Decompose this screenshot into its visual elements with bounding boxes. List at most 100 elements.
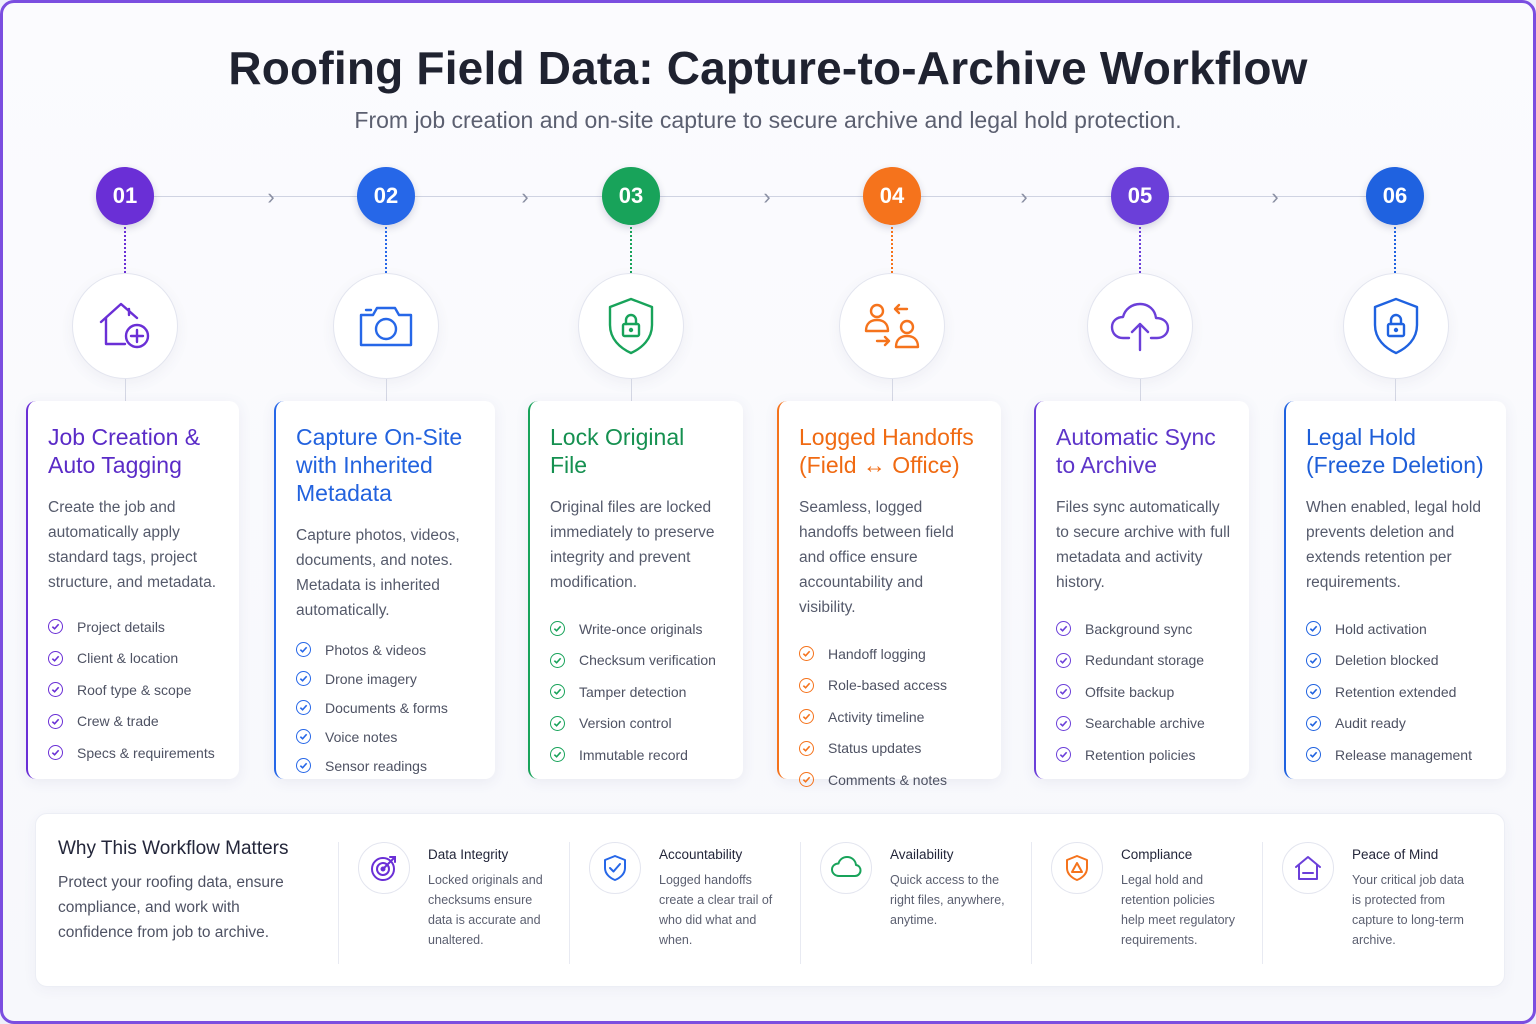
chevron-right-icon: › <box>1020 184 1028 209</box>
step-title: Job Creation &Auto Tagging <box>48 424 201 478</box>
step-icon-circle <box>839 273 945 379</box>
feature-list: Write-once originals Checksum verificati… <box>550 613 725 771</box>
step-card-job-creation: Job Creation &Auto Tagging Create the jo… <box>26 401 239 779</box>
step-stem <box>1395 379 1396 403</box>
list-item: Background sync <box>1056 613 1231 645</box>
step-connector <box>891 227 893 273</box>
list-item: Sensor readings <box>296 751 477 780</box>
why-workflow-panel: Why This Workflow Matters Protect your r… <box>35 813 1505 987</box>
check-circle-icon <box>1056 715 1071 731</box>
list-item: Checksum verification <box>550 645 725 677</box>
list-item: Photos & videos <box>296 635 477 664</box>
step-stem <box>1140 379 1141 403</box>
step-number-badge: 05 <box>1111 167 1169 225</box>
feature-list: Background sync Redundant storage Offsit… <box>1056 613 1231 771</box>
target-icon <box>358 842 410 894</box>
feature-list: Project details Client & location Roof t… <box>48 611 221 769</box>
check-circle-icon <box>296 700 311 715</box>
step-icon-circle <box>333 273 439 379</box>
step-title: Logged Handoffs(Field ↔ Office) <box>799 424 974 478</box>
list-item: Release management <box>1306 739 1488 771</box>
page-title: Roofing Field Data: Capture-to-Archive W… <box>228 42 1308 94</box>
shield-lock-icon <box>608 297 654 355</box>
check-circle-icon <box>296 642 311 657</box>
step-number-badge: 03 <box>602 167 660 225</box>
step-stem <box>892 379 893 403</box>
list-item: Roof type & scope <box>48 674 221 706</box>
check-circle-icon <box>799 740 814 756</box>
list-item: Client & location <box>48 643 221 675</box>
step-description: Create the job and automatically apply s… <box>48 499 217 591</box>
divider <box>569 842 570 964</box>
step-card-legal-hold: Legal Hold(Freeze Deletion) When enabled… <box>1284 401 1506 779</box>
step-description: When enabled, legal hold prevents deleti… <box>1306 499 1481 591</box>
benefit-peace-of-mind: Peace of Mind Your critical job data is … <box>1282 842 1492 962</box>
check-circle-icon <box>48 650 63 666</box>
list-item: Comments & notes <box>799 764 983 796</box>
check-circle-icon <box>1306 652 1321 668</box>
check-circle-icon <box>296 671 311 686</box>
list-item: Audit ready <box>1306 708 1488 740</box>
step-connector <box>630 227 632 273</box>
feature-list: Hold activation Deletion blocked Retenti… <box>1306 613 1488 771</box>
list-item: Voice notes <box>296 722 477 751</box>
step-icon-circle <box>72 273 178 379</box>
list-item: Offsite backup <box>1056 676 1231 708</box>
check-circle-icon <box>799 709 814 725</box>
check-circle-icon <box>1056 747 1071 763</box>
step-number-badge: 06 <box>1366 167 1424 225</box>
check-circle-icon <box>1306 747 1321 763</box>
list-item: Write-once originals <box>550 613 725 645</box>
why-title: Why This Workflow Matters <box>58 838 289 859</box>
list-item: Handoff logging <box>799 638 983 670</box>
step-title: Legal Hold(Freeze Deletion) <box>1306 424 1484 478</box>
step-number-badge: 01 <box>96 167 154 225</box>
check-circle-icon <box>296 758 311 773</box>
benefit-data-integrity: Data Integrity Locked originals and chec… <box>358 842 568 962</box>
step-number-badge: 04 <box>863 167 921 225</box>
check-circle-icon <box>1056 684 1071 700</box>
check-circle-icon <box>550 747 565 763</box>
house-icon <box>1282 842 1334 894</box>
camera-icon <box>359 306 413 347</box>
list-item: Activity timeline <box>799 701 983 733</box>
check-circle-icon <box>48 745 63 761</box>
shield-lock-icon <box>1373 297 1419 355</box>
feature-list: Photos & videos Drone imagery Documents … <box>296 635 477 780</box>
list-item: Version control <box>550 708 725 740</box>
step-description: Capture photos, videos, documents, and n… <box>296 527 460 619</box>
step-stem <box>386 379 387 403</box>
check-circle-icon <box>799 677 814 693</box>
users-transfer-icon <box>864 303 920 349</box>
list-item: Project details <box>48 611 221 643</box>
check-circle-icon <box>550 652 565 668</box>
benefit-compliance: Compliance Legal hold and retention poli… <box>1051 842 1261 962</box>
list-item: Crew & trade <box>48 706 221 738</box>
list-item: Retention policies <box>1056 739 1231 771</box>
check-circle-icon <box>799 646 814 662</box>
check-circle-icon <box>48 682 63 698</box>
step-connector <box>1394 227 1396 273</box>
list-item: Tamper detection <box>550 676 725 708</box>
step-icon-circle <box>1343 273 1449 379</box>
step-icon-circle <box>1087 273 1193 379</box>
chevron-right-icon: › <box>763 184 771 209</box>
step-icon-circle <box>578 273 684 379</box>
list-item: Status updates <box>799 733 983 765</box>
divider <box>1031 842 1032 964</box>
check-circle-icon <box>48 619 63 635</box>
step-connector <box>385 227 387 273</box>
shield-check-icon <box>589 842 641 894</box>
shield-warning-icon <box>1051 842 1103 894</box>
cloud-icon <box>820 842 872 894</box>
check-circle-icon <box>296 729 311 744</box>
step-description: Seamless, logged handoffs between field … <box>799 499 954 616</box>
check-circle-icon <box>1056 621 1071 637</box>
divider <box>338 842 339 964</box>
